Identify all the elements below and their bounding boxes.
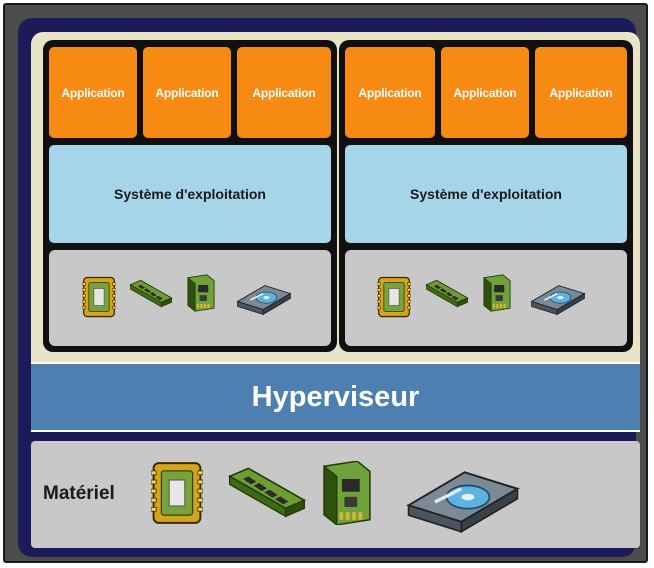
virtual-hardware-panel — [49, 250, 331, 346]
virtual-machine-2: Application Application Application Syst… — [339, 40, 633, 352]
hardware-label: Matériel — [43, 483, 115, 504]
application-box: Application — [345, 47, 435, 138]
virtual-machine-1: Application Application Application Syst… — [43, 40, 337, 352]
cpu-chip-icon — [151, 459, 203, 527]
physical-hardware-panel: Matériel — [31, 441, 640, 548]
application-box: Application — [441, 47, 529, 138]
operating-system-box: Système d'exploitation — [345, 145, 627, 243]
hypervisor-layer: Hyperviseur — [31, 362, 640, 432]
cpu-chip-icon — [82, 275, 116, 319]
virtual-hardware-panel — [345, 250, 627, 346]
hard-drive-icon — [235, 284, 293, 316]
memory-module-icon — [227, 467, 307, 523]
application-box: Application — [237, 47, 331, 138]
operating-system-box: Système d'exploitation — [49, 145, 331, 243]
expansion-card-icon — [185, 274, 217, 312]
hard-drive-icon — [529, 284, 587, 316]
application-box: Application — [535, 47, 627, 138]
memory-module-icon — [129, 280, 173, 310]
application-box: Application — [143, 47, 231, 138]
memory-module-icon — [425, 280, 469, 310]
hard-drive-icon — [405, 469, 521, 535]
application-box: Application — [49, 47, 137, 138]
expansion-card-icon — [481, 274, 513, 312]
expansion-card-icon — [319, 461, 375, 525]
cpu-chip-icon — [377, 275, 411, 319]
